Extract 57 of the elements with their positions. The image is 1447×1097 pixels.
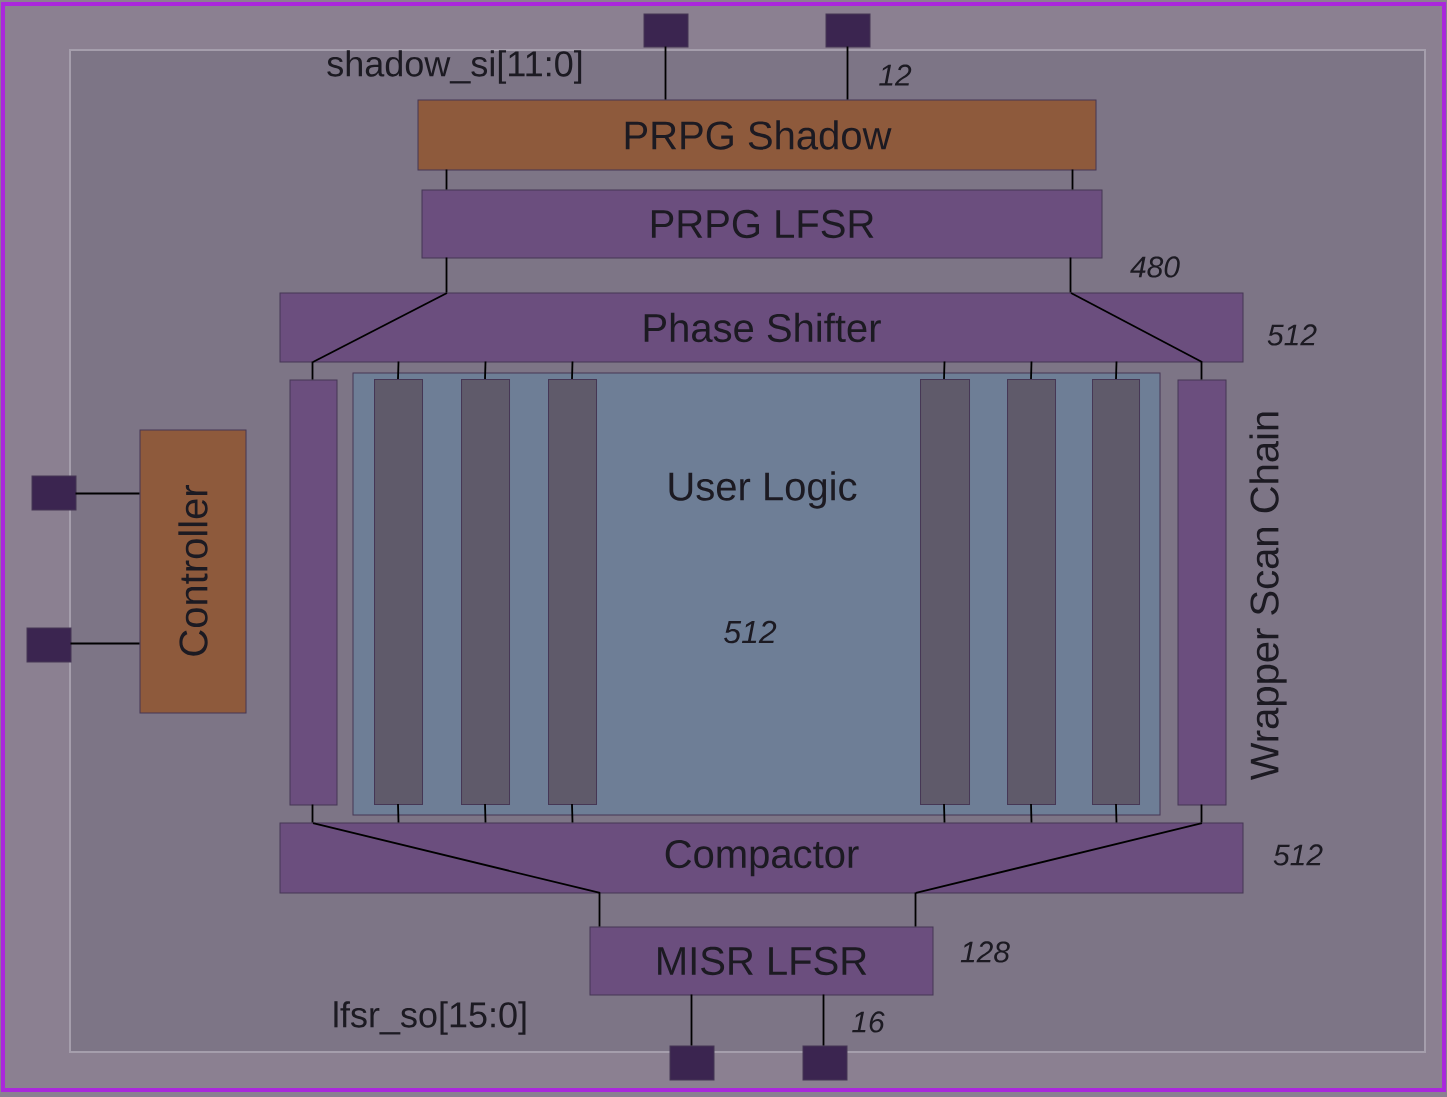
wire bbox=[943, 360, 946, 380]
pin-square bbox=[31, 475, 77, 511]
register-block: PRPG LFSR bbox=[421, 189, 1103, 259]
wire bbox=[571, 360, 574, 380]
wire bbox=[445, 256, 448, 294]
scan-chain-bar bbox=[374, 379, 423, 805]
wire bbox=[598, 891, 601, 928]
bit-width-label: 480 bbox=[1130, 256, 1180, 278]
wire bbox=[1115, 803, 1118, 824]
wire bbox=[1030, 360, 1033, 380]
wire bbox=[1115, 360, 1118, 380]
signal-label: lfsr_so[15:0] bbox=[334, 1001, 526, 1035]
wire bbox=[445, 168, 448, 191]
controller-block: Controller bbox=[139, 429, 247, 714]
wire bbox=[484, 803, 487, 824]
pin-square bbox=[26, 627, 72, 663]
block-label: Wrapper Scan Chain bbox=[1249, 412, 1287, 781]
bit-width-label: 16 bbox=[852, 1011, 885, 1033]
wire bbox=[1071, 168, 1074, 191]
pin-square bbox=[825, 13, 871, 48]
wire bbox=[943, 803, 946, 824]
wire bbox=[846, 45, 849, 101]
scan-chain-bar bbox=[1177, 379, 1227, 806]
wire bbox=[914, 891, 917, 928]
wire bbox=[664, 45, 667, 101]
wire bbox=[397, 360, 400, 380]
scan-chain-bar bbox=[1007, 379, 1056, 805]
compactor-block: Compactor bbox=[279, 822, 1244, 894]
wire bbox=[311, 360, 314, 381]
scan-chain-bar bbox=[461, 379, 510, 805]
wire bbox=[311, 803, 314, 824]
wire bbox=[1030, 803, 1033, 824]
scan-chain-bar bbox=[289, 379, 338, 806]
wire bbox=[1069, 256, 1072, 294]
pin-square bbox=[802, 1045, 848, 1081]
wire bbox=[1200, 803, 1203, 824]
phase-shifter-block: Phase Shifter bbox=[279, 292, 1244, 363]
bit-width-label: 12 bbox=[879, 64, 912, 86]
pin-square bbox=[643, 13, 689, 48]
wire bbox=[69, 642, 141, 645]
bit-width-label: 512 bbox=[1267, 324, 1317, 346]
register-block: MISR LFSR bbox=[589, 926, 934, 996]
wire bbox=[397, 803, 400, 824]
signal-label: shadow_si[11:0] bbox=[327, 50, 582, 84]
wire bbox=[690, 993, 693, 1047]
wire bbox=[74, 492, 141, 495]
wire bbox=[822, 993, 825, 1047]
wire bbox=[484, 360, 487, 380]
scan-chain-bar bbox=[920, 379, 970, 805]
bit-width-label: 512 bbox=[1273, 844, 1323, 866]
bit-width-label: 128 bbox=[960, 941, 1010, 963]
pin-square bbox=[669, 1045, 715, 1081]
scan-chain-bar bbox=[548, 379, 597, 805]
register-block: PRPG Shadow bbox=[417, 99, 1097, 171]
wire bbox=[571, 803, 574, 824]
wire bbox=[1200, 360, 1203, 381]
scan-chain-bar bbox=[1092, 379, 1140, 805]
